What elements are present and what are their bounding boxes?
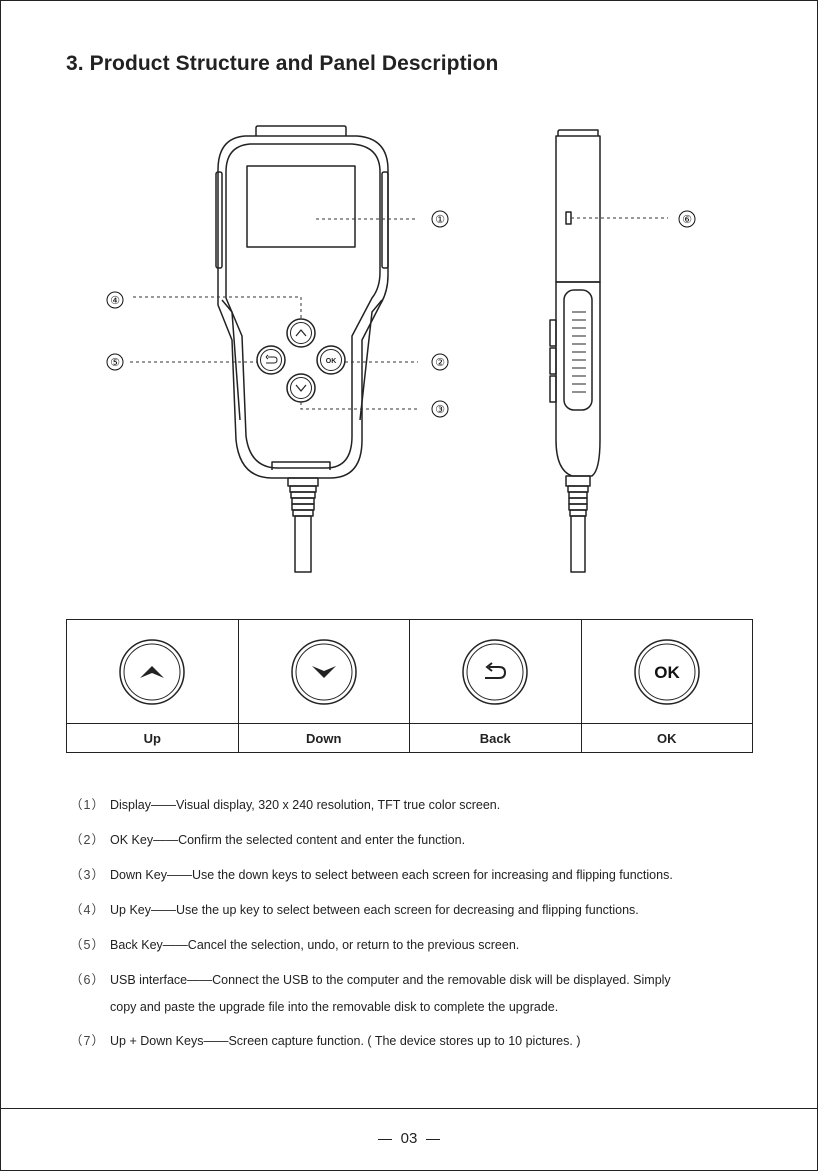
key-cell-down (237, 619, 410, 724)
key-label-up: Up (66, 723, 239, 753)
leader-lines (130, 217, 668, 410)
item-text: Down Key——Use the down keys to select be… (110, 868, 673, 882)
item-text: OK Key——Confirm the selected content and… (110, 833, 466, 847)
key-cell-up (66, 619, 239, 724)
key-cell-back (409, 619, 582, 724)
list-item: （3） Down Key——Use the down keys to selec… (70, 867, 760, 884)
item-number: （2） (70, 833, 105, 847)
item-text-block: USB interface——Connect the USB to the co… (110, 972, 760, 1016)
item-text: USB interface——Connect the USB to the co… (110, 973, 671, 987)
back-arrow-icon (462, 638, 528, 705)
callout-4-circle (106, 291, 124, 309)
callout-3-circle (431, 400, 449, 418)
list-item: （4） Up Key——Use the up key to select bet… (70, 902, 760, 919)
keys-icon-row: OK (66, 619, 753, 724)
page-number-text: 03 (400, 1130, 418, 1147)
device-front-view (215, 125, 389, 573)
ok-icon-text: OK (654, 663, 680, 682)
callout-5: ⑤ (110, 356, 120, 369)
ok-button-label: OK (326, 358, 337, 365)
page-number: 03 (0, 1130, 818, 1147)
page-number-dash-left (377, 1138, 392, 1140)
callout-1-circle (431, 210, 449, 228)
callout-1: ① (435, 213, 445, 226)
item-number: （5） (70, 938, 105, 952)
item-text: Display——Visual display, 320 x 240 resol… (110, 798, 501, 812)
list-item: （5） Back Key——Cancel the selection, undo… (70, 937, 760, 954)
keys-label-row: Up Down Back OK (66, 723, 753, 753)
key-label-down: Down (237, 723, 410, 753)
item-number: （1） (70, 798, 105, 812)
item-text: Up + Down Keys——Screen capture function.… (110, 1034, 581, 1048)
item-text-continuation: copy and paste the upgrade file into the… (110, 1000, 559, 1014)
key-cell-ok: OK (580, 619, 753, 724)
callout-4: ④ (110, 294, 120, 307)
key-label-ok: OK (580, 723, 753, 753)
callout-2-circle (431, 353, 449, 371)
device-diagram: OK ① ② ③ ④ ⑤ ⑥ (106, 125, 696, 573)
keys-table: OK Up Down Back OK (66, 619, 753, 753)
item-text: Up Key——Use the up key to select between… (110, 903, 639, 917)
item-number: （6） (70, 973, 105, 987)
chevron-up-icon (119, 638, 185, 705)
list-item: （6） USB interface——Connect the USB to th… (70, 972, 760, 1016)
footer-divider (0, 1108, 818, 1109)
page-title: 3. Product Structure and Panel Descripti… (66, 52, 499, 75)
page-number-dash-right (426, 1138, 441, 1140)
callout-6-circle (678, 210, 696, 228)
ok-icon: OK (634, 638, 700, 705)
description-list: （1） Display——Visual display, 320 x 240 r… (70, 797, 760, 1068)
chevron-down-icon (291, 638, 357, 705)
item-number: （4） (70, 903, 105, 917)
callout-6: ⑥ (682, 213, 692, 226)
item-text: Back Key——Cancel the selection, undo, or… (110, 938, 520, 952)
key-label-back: Back (409, 723, 582, 753)
list-item: （7） Up + Down Keys——Screen capture funct… (70, 1033, 760, 1050)
item-number: （3） (70, 868, 105, 882)
callout-3: ③ (435, 403, 445, 416)
list-item: （1） Display——Visual display, 320 x 240 r… (70, 797, 760, 814)
device-side-view (549, 129, 601, 573)
item-number: （7） (70, 1034, 105, 1048)
callout-5-circle (106, 353, 124, 371)
list-item: （2） OK Key——Confirm the selected content… (70, 832, 760, 849)
callout-2: ② (435, 356, 445, 369)
